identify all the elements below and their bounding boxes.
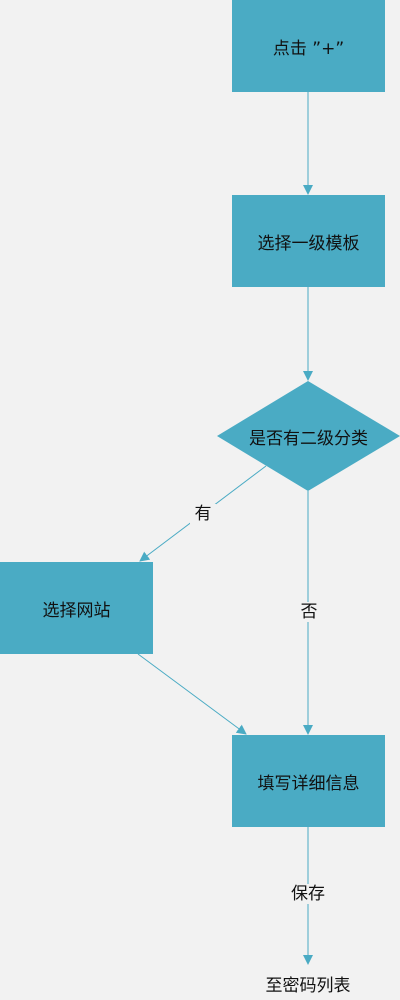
node-decision-secondary-category: 是否有二级分类 xyxy=(217,381,400,491)
end-terminal-text: 至密码列表 xyxy=(265,976,351,996)
node-select-primary-template: 选择一级模板 xyxy=(232,195,385,287)
node-select-website-label: 选择网站 xyxy=(42,600,111,621)
node-fill-details: 填写详细信息 xyxy=(232,735,385,827)
node-select-website: 选择网站 xyxy=(0,562,153,654)
decision-label: 是否有二级分类 xyxy=(249,428,368,449)
node-click-plus: 点击 ”+” xyxy=(232,0,385,92)
connector-site-to-details xyxy=(137,653,247,735)
decision-diamond-shape xyxy=(217,381,400,491)
node-fill-details-label: 填写详细信息 xyxy=(257,773,360,794)
edge-label-no: 否 xyxy=(296,602,322,622)
edge-label-save: 保存 xyxy=(286,884,330,904)
node-select-primary-template-label: 选择一级模板 xyxy=(257,233,360,254)
edge-label-yes: 有 xyxy=(190,504,216,524)
node-click-plus-label: 点击 ”+” xyxy=(272,38,345,59)
